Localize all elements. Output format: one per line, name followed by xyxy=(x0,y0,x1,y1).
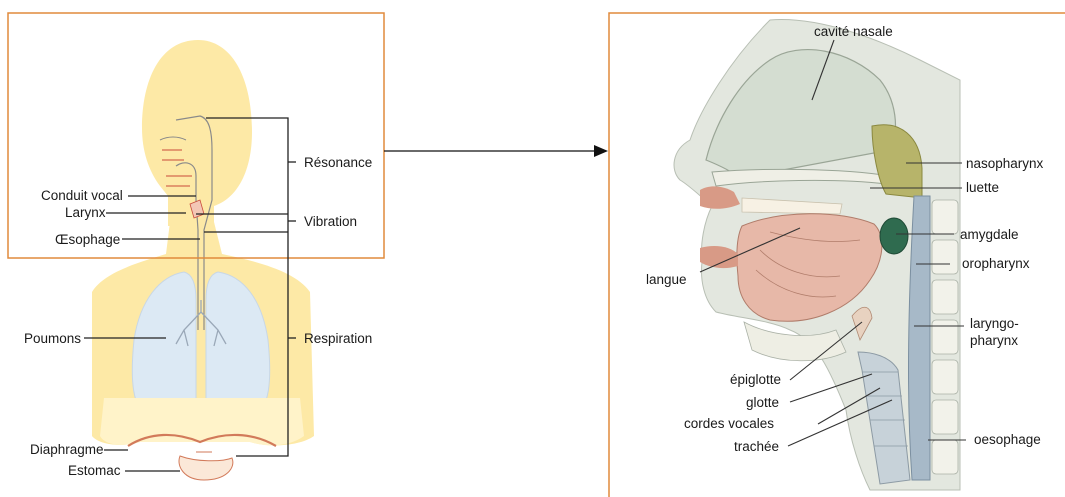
label-resonance: Résonance xyxy=(304,155,372,170)
label-langue: langue xyxy=(646,272,687,287)
label-luette: luette xyxy=(966,180,999,195)
label-respiration: Respiration xyxy=(304,331,372,346)
label-oesophage-left: Œsophage xyxy=(55,232,120,247)
label-larynx: Larynx xyxy=(65,205,106,220)
label-glotte: glotte xyxy=(746,395,779,410)
label-estomac: Estomac xyxy=(68,463,121,478)
label-trachee: trachée xyxy=(734,439,779,454)
body-silhouette xyxy=(92,40,314,480)
label-vibration: Vibration xyxy=(304,214,357,229)
label-oropharynx: oropharynx xyxy=(962,256,1030,271)
label-conduit-vocal: Conduit vocal xyxy=(41,188,123,203)
label-diaphragme: Diaphragme xyxy=(30,442,104,457)
label-poumons: Poumons xyxy=(24,331,81,346)
label-cavite-nasale: cavité nasale xyxy=(814,24,893,39)
label-nasopharynx: nasopharynx xyxy=(966,156,1043,171)
label-amygdale: amygdale xyxy=(960,227,1019,242)
connector-arrow xyxy=(384,145,608,157)
label-epiglotte: épiglotte xyxy=(730,372,781,387)
label-laryngo-pharynx-line1: laryngo- xyxy=(970,316,1019,331)
label-oesophage-right: oesophage xyxy=(974,432,1041,447)
label-laryngo-pharynx-line2: pharynx xyxy=(970,333,1018,348)
label-cordes-vocales: cordes vocales xyxy=(684,416,774,431)
